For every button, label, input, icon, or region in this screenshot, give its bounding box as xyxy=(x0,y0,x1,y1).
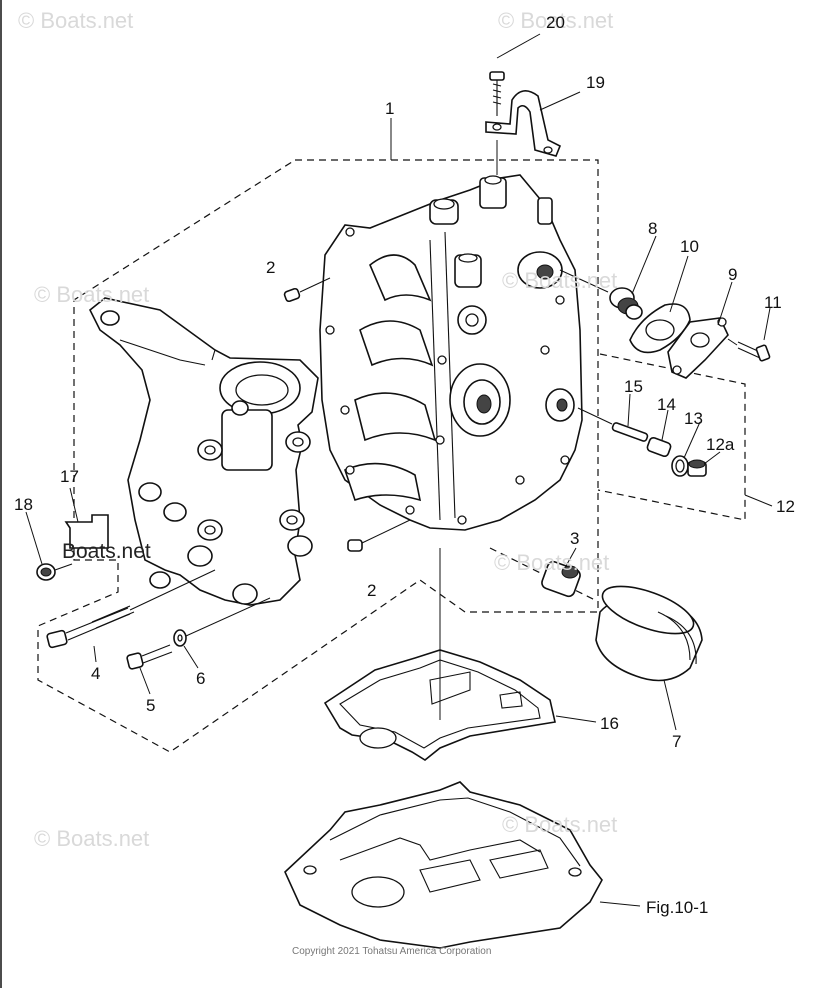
dowel-pin-2-upper xyxy=(283,287,301,303)
copyright-notice: Copyright 2021 Tohatsu America Corporati… xyxy=(292,946,492,957)
gasket-10 xyxy=(629,303,691,354)
assembly-boundary-1 xyxy=(37,159,599,753)
callout-19: 19 xyxy=(586,73,605,92)
bolt-18 xyxy=(36,563,73,581)
callout-18: 18 xyxy=(14,495,33,514)
washer-6 xyxy=(173,629,187,647)
bracket-17 xyxy=(64,514,109,549)
callout-5: 5 xyxy=(146,696,156,715)
watermark-inline: Boats.net xyxy=(62,540,151,563)
collar-3 xyxy=(541,560,581,598)
watermark: © Boats.net xyxy=(34,826,150,851)
bolt-11 xyxy=(737,341,771,362)
mounting-plate xyxy=(284,781,603,949)
callout-7: 7 xyxy=(672,732,682,751)
callout-2-upper: 2 xyxy=(266,258,276,277)
callout-12a: 12a xyxy=(706,435,735,454)
dowel-pin-2-lower xyxy=(347,539,363,552)
watermark: © Boats.net xyxy=(502,268,618,293)
figure-reference[interactable]: Fig.10-1 xyxy=(646,898,709,917)
watermark: © Boats.net xyxy=(502,812,618,837)
assembly-boundary-3 xyxy=(489,547,596,601)
crankcase-half xyxy=(88,297,319,606)
callout-16: 16 xyxy=(600,714,619,733)
watermark: © Boats.net xyxy=(34,282,150,307)
callout-13: 13 xyxy=(684,409,703,428)
callout-1: 1 xyxy=(385,99,395,118)
callout-8: 8 xyxy=(648,219,658,238)
thermostat-8 xyxy=(609,287,643,320)
clamp-19 xyxy=(485,90,562,157)
callout-12: 12 xyxy=(776,497,795,516)
callout-15: 15 xyxy=(624,377,643,396)
callout-20: 20 xyxy=(546,13,565,32)
watermark: © Boats.net xyxy=(498,8,614,33)
callout-17: 17 xyxy=(60,467,79,486)
bolt-20 xyxy=(489,71,505,116)
watermark: © Boats.net xyxy=(18,8,134,33)
watermark: © Boats.net xyxy=(494,550,610,575)
callout-11: 11 xyxy=(764,293,782,312)
callout-3: 3 xyxy=(570,529,580,548)
pin-15 xyxy=(611,422,649,442)
callout-4: 4 xyxy=(91,664,101,683)
cover-9 xyxy=(667,317,729,379)
callout-2-lower: 2 xyxy=(367,581,377,600)
plug-12a xyxy=(687,459,707,477)
oil-filter-7 xyxy=(595,585,703,682)
callout-14: 14 xyxy=(657,395,676,414)
bushing-14 xyxy=(646,436,672,458)
o-ring-13 xyxy=(671,455,689,477)
callout-10: 10 xyxy=(680,237,699,256)
bolt-4 xyxy=(46,605,135,649)
callout-6: 6 xyxy=(196,669,206,688)
bolt-5 xyxy=(126,644,173,670)
callout-9: 9 xyxy=(728,265,738,284)
cylinder-block-1 xyxy=(319,174,583,531)
